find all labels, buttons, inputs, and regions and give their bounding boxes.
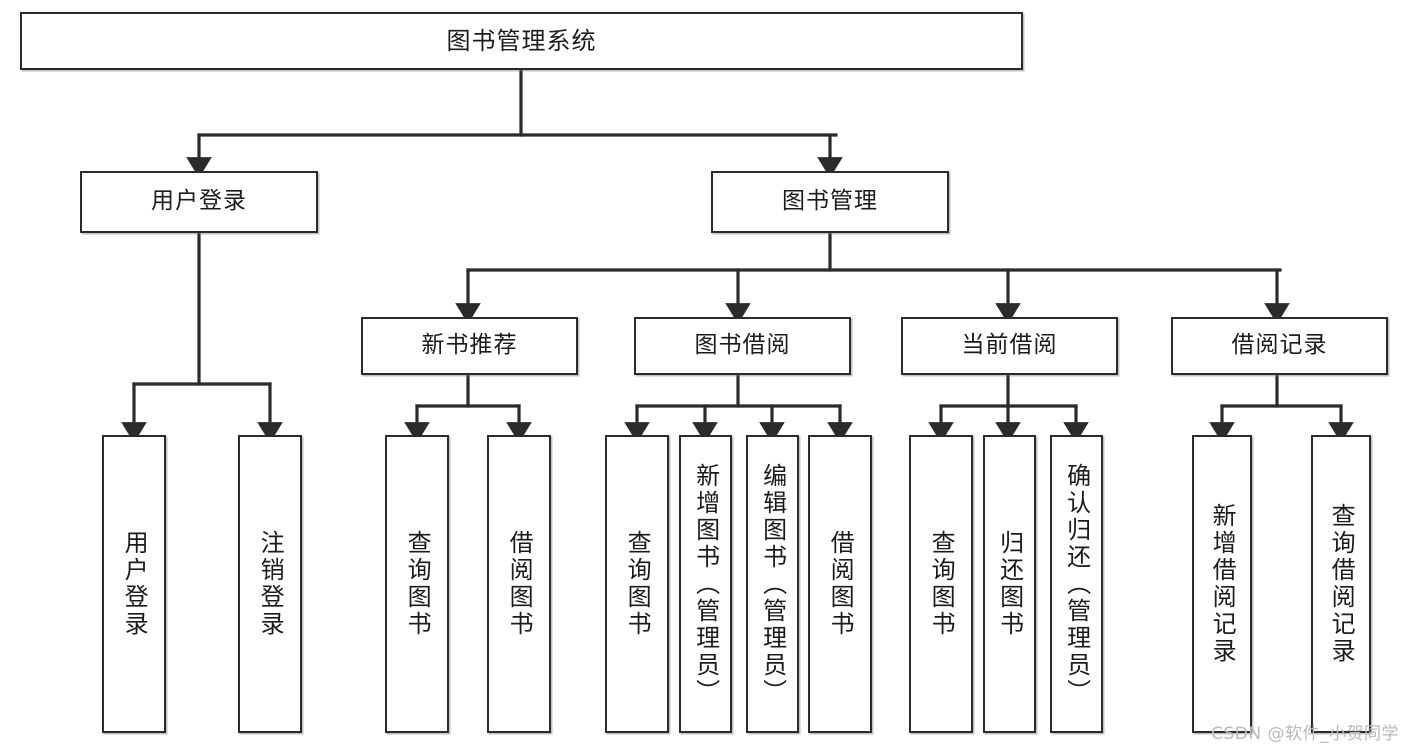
node-label: 归还图书 (995, 530, 1024, 638)
node-label: 查询借阅记录 (1327, 503, 1356, 665)
node-label: 图书管理系统 (446, 26, 597, 55)
leaf-add-book-admin[interactable]: 新增图书（管理员） (679, 435, 732, 733)
leaf-edit-book-admin[interactable]: 编辑图书（管理员） (746, 435, 799, 733)
leaf-query-book-current[interactable]: 查询图书 (909, 435, 973, 733)
node-label: 当前借阅 (961, 332, 1058, 359)
node-label: 图书借阅 (694, 332, 791, 359)
leaf-confirm-return-admin[interactable]: 确认归还（管理员） (1050, 435, 1103, 733)
edge-book-borrow-to-leaves (624, 373, 853, 443)
node-new-book-recommendation[interactable]: 新书推荐 (361, 317, 578, 375)
leaf-return-book[interactable]: 归还图书 (983, 435, 1036, 733)
node-book-management[interactable]: 图书管理 (711, 171, 949, 233)
node-label: 查询图书 (927, 530, 956, 638)
node-label: 借阅记录 (1231, 332, 1328, 359)
edge-new-book-rec-to-leaves (404, 373, 532, 443)
edge-user-login-to-leaves (121, 231, 283, 443)
leaf-borrow-book-borrow[interactable]: 借阅图书 (808, 435, 872, 733)
node-label: 查询图书 (623, 530, 652, 638)
node-borrowing-record[interactable]: 借阅记录 (1171, 317, 1388, 375)
edge-root-to-level2 (186, 68, 843, 178)
node-label: 查询图书 (403, 530, 432, 638)
node-label: 用户登录 (151, 188, 247, 215)
node-user-login[interactable]: 用户登录 (80, 171, 318, 233)
leaf-add-borrow-record[interactable]: 新增借阅记录 (1192, 435, 1252, 733)
node-root-book-management-system[interactable]: 图书管理系统 (20, 12, 1023, 70)
node-label: 借阅图书 (505, 530, 534, 638)
leaf-user-logout[interactable]: 注销登录 (238, 435, 302, 733)
edge-book-manage-to-level3 (455, 231, 1290, 324)
node-label: 确认归还（管理员） (1062, 462, 1091, 706)
node-label: 图书管理 (782, 188, 878, 215)
node-label: 编辑图书（管理员） (758, 462, 787, 706)
node-label: 新增借阅记录 (1208, 503, 1237, 665)
leaf-borrow-book-new-rec[interactable]: 借阅图书 (487, 435, 551, 733)
node-book-borrowing[interactable]: 图书借阅 (634, 317, 851, 375)
leaf-query-book-new-rec[interactable]: 查询图书 (385, 435, 449, 733)
node-label: 新增图书（管理员） (691, 462, 720, 706)
node-label: 新书推荐 (421, 332, 518, 359)
node-label: 用户登录 (120, 530, 149, 638)
leaf-query-book-borrow[interactable]: 查询图书 (605, 435, 669, 733)
node-label: 注销登录 (256, 530, 285, 638)
leaf-user-login[interactable]: 用户登录 (102, 435, 166, 733)
node-label: 借阅图书 (826, 530, 855, 638)
edge-borrow-record-to-leaves (1209, 373, 1354, 443)
node-current-borrowing[interactable]: 当前借阅 (901, 317, 1118, 375)
leaf-query-borrow-record[interactable]: 查询借阅记录 (1311, 435, 1371, 733)
edge-current-borrow-to-leaves (928, 373, 1089, 443)
